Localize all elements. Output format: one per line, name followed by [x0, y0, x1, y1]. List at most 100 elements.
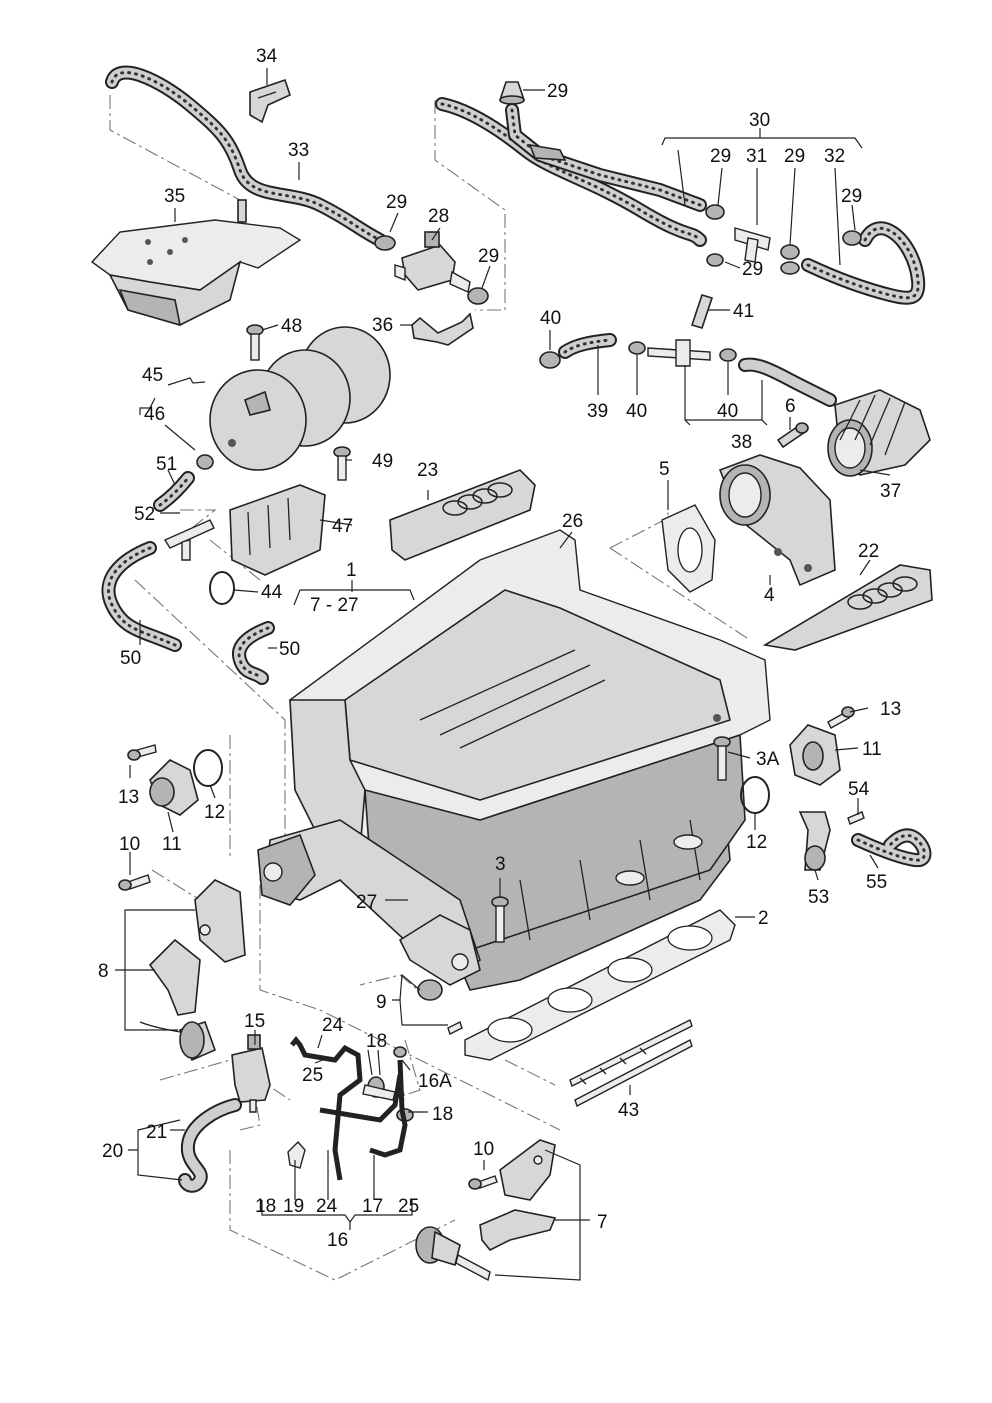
label-40: 40: [626, 401, 647, 422]
label-11: 11: [862, 739, 882, 760]
label-13: 13: [880, 699, 901, 720]
clip-19: [287, 1140, 306, 1169]
label-9: 9: [376, 992, 387, 1013]
label-25: 25: [398, 1196, 419, 1217]
label-33: 33: [288, 140, 309, 161]
label-29: 29: [841, 186, 862, 207]
label-3: 3: [495, 854, 506, 875]
hose-30: [435, 97, 707, 247]
clamp-40: [539, 341, 737, 369]
label-10: 10: [473, 1139, 494, 1160]
callout-labels: 34 29 33 35 29 28 29 36 30 29 31 29 32 2…: [98, 46, 901, 1251]
label-19: 19: [283, 1196, 304, 1217]
leader-lines: [115, 68, 891, 1281]
label-38: 38: [731, 432, 752, 453]
bracket-47: [229, 484, 326, 576]
label-32: 32: [824, 146, 845, 167]
hose-clamp-29: [374, 235, 489, 305]
label-1: 1: [346, 560, 357, 581]
cap-29: [498, 81, 526, 105]
label-31: 31: [746, 146, 767, 167]
label-11: 11: [162, 834, 182, 855]
label-36: 36: [372, 315, 393, 336]
label-18: 18: [255, 1196, 276, 1217]
label-50: 50: [120, 648, 141, 669]
hose-50: [101, 541, 275, 685]
label-43: 43: [618, 1100, 639, 1121]
alignment-lines: [109, 95, 751, 1281]
label-29: 29: [710, 146, 731, 167]
label-5: 5: [659, 459, 670, 480]
label-10: 10: [119, 834, 140, 855]
label-29: 29: [742, 259, 763, 280]
vacuum-reservoir-45: [209, 326, 391, 471]
label-2: 2: [758, 908, 769, 929]
bracket-7: [479, 1139, 557, 1252]
label-7: 7: [597, 1212, 608, 1233]
hose-51: [153, 471, 195, 512]
label-21: 21: [146, 1122, 167, 1143]
label-41: 41: [733, 301, 754, 322]
hose-32: [801, 221, 926, 305]
pipe-24: [290, 1035, 403, 1181]
hose-21: [178, 1098, 242, 1193]
bolt-13: [127, 706, 855, 761]
intake-manifold-26: [289, 529, 771, 991]
label-16a: 16A: [418, 1071, 452, 1092]
cable-tie-43: [569, 1019, 693, 1108]
bracket-35: [90, 199, 302, 327]
label-18: 18: [366, 1031, 387, 1052]
label-7-27: 7 - 27: [310, 595, 359, 616]
vacuum-actuator-7: [415, 1226, 491, 1282]
label-29: 29: [784, 146, 805, 167]
cap-46: [196, 454, 214, 470]
label-26: 26: [562, 511, 583, 532]
label-13: 13: [118, 787, 139, 808]
label-12: 12: [204, 802, 225, 823]
plug-9: [417, 979, 463, 1035]
label-30: 30: [749, 110, 770, 131]
label-8: 8: [98, 961, 109, 982]
vacuum-actuator: [139, 1021, 217, 1062]
label-24: 24: [316, 1196, 338, 1217]
bolt-49: [333, 446, 351, 481]
label-29: 29: [547, 81, 568, 102]
label-4: 4: [764, 585, 775, 606]
hose-39: [558, 333, 617, 359]
label-3a: 3A: [756, 749, 780, 770]
label-18: 18: [432, 1104, 453, 1125]
label-44: 44: [261, 582, 283, 603]
label-39: 39: [587, 401, 608, 422]
air-duct-37: [827, 389, 931, 477]
bolt-3a: [713, 736, 731, 781]
engine-cover-23: [389, 469, 536, 561]
t-connector-31: [705, 204, 800, 275]
label-40: 40: [717, 401, 738, 422]
label-45: 45: [142, 365, 163, 386]
label-52: 52: [134, 504, 155, 525]
hose-38: [738, 357, 837, 407]
pipe-16a: [369, 1046, 408, 1158]
label-47: 47: [332, 516, 353, 537]
label-24: 24: [322, 1015, 344, 1036]
gasket-2: [464, 909, 736, 1061]
label-29: 29: [386, 192, 407, 213]
label-25: 25: [302, 1065, 323, 1086]
label-28: 28: [428, 206, 449, 227]
bracket-8: [148, 879, 246, 1016]
label-29: 29: [478, 246, 499, 267]
hose-55: [851, 828, 932, 868]
label-34: 34: [256, 46, 278, 67]
gasket-5: [661, 504, 716, 593]
label-16: 16: [327, 1230, 348, 1251]
throttle-body-4: [718, 454, 836, 587]
sensor-53: [798, 811, 831, 871]
label-51: 51: [156, 454, 177, 475]
hose-clip-34: [249, 78, 291, 124]
bolt-48: [246, 324, 264, 361]
label-12: 12: [746, 832, 767, 853]
hose-33: [105, 65, 387, 247]
label-22: 22: [858, 541, 879, 562]
t-connector-38: [647, 339, 711, 367]
